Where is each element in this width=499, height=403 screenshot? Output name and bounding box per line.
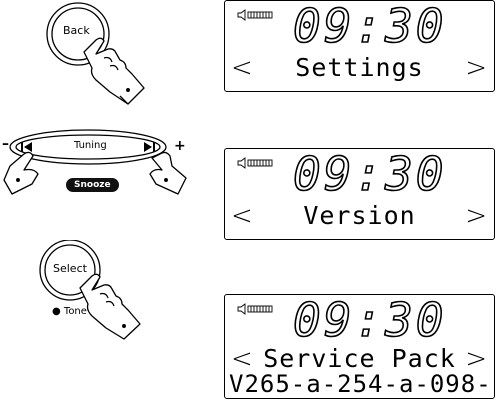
clock-time: 09:30 bbox=[293, 0, 446, 53]
volume-icon bbox=[237, 303, 273, 315]
version-string: V265-a-254-a-098- bbox=[229, 371, 494, 397]
step-back: Back bbox=[0, 0, 205, 110]
menu-row: < Version > bbox=[225, 202, 494, 230]
tone-label: ● Tone bbox=[52, 306, 87, 317]
select-button-label: Select bbox=[53, 262, 87, 275]
snooze-button[interactable]: Snooze bbox=[66, 178, 119, 192]
select-button-illustration bbox=[0, 240, 205, 340]
back-button-label: Back bbox=[63, 24, 90, 37]
menu-row: < Service Pack > bbox=[225, 345, 494, 373]
right-hand-icon bbox=[150, 152, 186, 194]
step-select: Select ● Tone bbox=[0, 240, 205, 340]
right-arrow-icon: > bbox=[465, 345, 488, 373]
pointing-hand-icon bbox=[84, 38, 144, 104]
tuning-label: Tuning bbox=[74, 140, 107, 151]
tuning-plus-label: + bbox=[174, 138, 186, 154]
clock-time: 09:30 bbox=[293, 293, 446, 347]
clock-time: 09:30 bbox=[293, 147, 446, 201]
right-arrow-icon: > bbox=[465, 54, 488, 82]
display-settings: 09:30 < Settings > bbox=[224, 0, 495, 92]
tuning-minus-label: – bbox=[2, 136, 9, 152]
menu-item-text: Version bbox=[225, 202, 494, 230]
volume-icon bbox=[237, 9, 273, 21]
volume-icon bbox=[237, 157, 273, 169]
display-version: 09:30 < Version > bbox=[224, 148, 495, 240]
pointing-hand-icon bbox=[80, 274, 140, 339]
menu-row: < Settings > bbox=[225, 54, 494, 82]
back-button-illustration bbox=[0, 0, 205, 110]
menu-item-text: Service Pack bbox=[225, 345, 494, 373]
menu-item-text: Settings bbox=[225, 54, 494, 82]
display-service-pack: 09:30 < Service Pack > V265-a-254-a-098- bbox=[224, 294, 495, 399]
right-arrow-icon: > bbox=[465, 202, 488, 230]
step-tuning: – + Tuning Snooze bbox=[0, 118, 205, 200]
